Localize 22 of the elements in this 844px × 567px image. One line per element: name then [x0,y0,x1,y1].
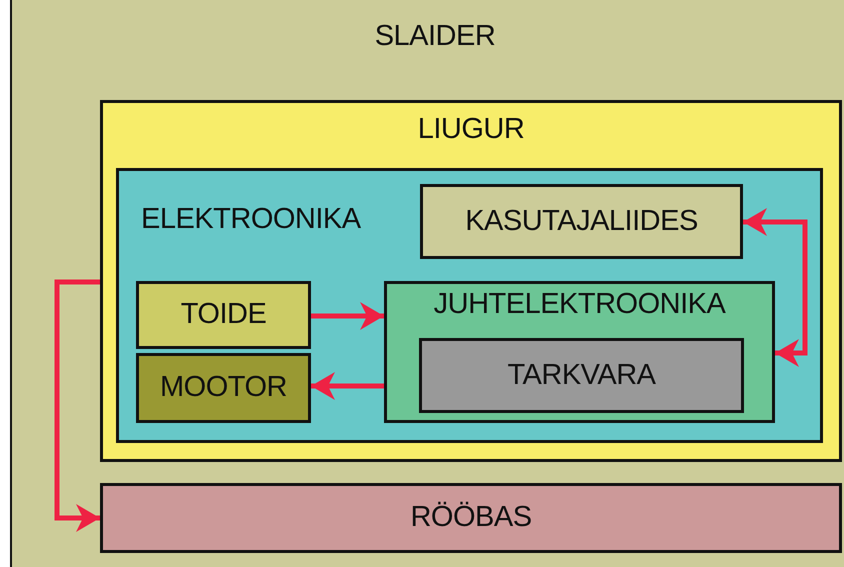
container-box [116,168,823,443]
process-box [136,281,311,349]
process-box [100,483,842,553]
arrow [311,302,384,330]
box-label: TARKVARA [507,358,656,392]
box-label: TOIDE [180,298,266,332]
box-label: LIUGUR [418,113,524,146]
process-box [136,353,311,423]
container-box [384,281,775,423]
arrow [54,280,100,532]
outer-frame [10,0,844,567]
arrow [311,372,384,400]
box-label: ELEKTROONIKA [141,203,361,236]
process-box [420,184,743,259]
arrow [743,208,808,367]
box-label: JUHTELEKTROONIKA [434,288,726,322]
container-box [100,100,842,462]
box-label: MOOTOR [160,371,287,405]
box-label: RÖÖBAS [410,501,532,535]
process-box [419,338,744,413]
box-label: SLAIDER [374,20,496,54]
box-label: KASUTAJALIIDES [465,204,698,238]
